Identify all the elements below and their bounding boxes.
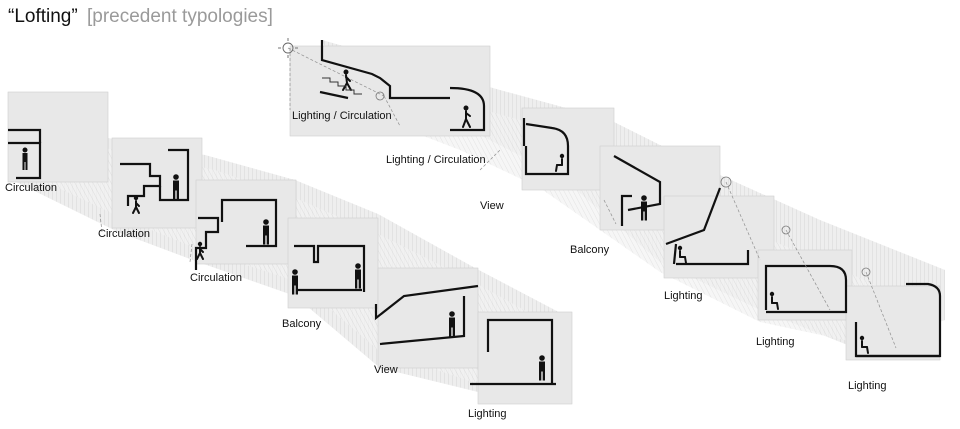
title-main: “Lofting” (8, 6, 78, 27)
section-label: Balcony (570, 244, 610, 256)
section-label: Lighting (664, 290, 703, 302)
section-label: Lighting / Circulation (292, 110, 392, 122)
left-section-panels (7, 91, 573, 405)
right-section-profiles (319, 40, 942, 358)
section-label: View (374, 364, 398, 376)
section-label: Lighting / Circulation (386, 154, 486, 166)
sun-icon (278, 38, 298, 58)
standing-figure-icon (22, 147, 647, 381)
section-label: Lighting (468, 408, 507, 420)
walking-figure-icon (132, 69, 471, 260)
sight-lines (99, 47, 897, 349)
section-label: Lighting (848, 380, 887, 392)
diagram-title: “Lofting” [precedent typologies] (8, 6, 273, 28)
stair-treads (322, 77, 362, 95)
section-label: Balcony (282, 318, 322, 330)
section-label: Circulation (98, 228, 150, 240)
section-label: Circulation (190, 272, 242, 284)
section-label: Lighting (756, 336, 795, 348)
section-label: View (480, 200, 504, 212)
left-section-profiles (8, 128, 556, 386)
section-label: Circulation (5, 182, 57, 194)
sun-icon (375, 91, 871, 277)
seated-figure-icon (555, 153, 869, 354)
title-subtitle: [precedent typologies] (86, 6, 273, 27)
